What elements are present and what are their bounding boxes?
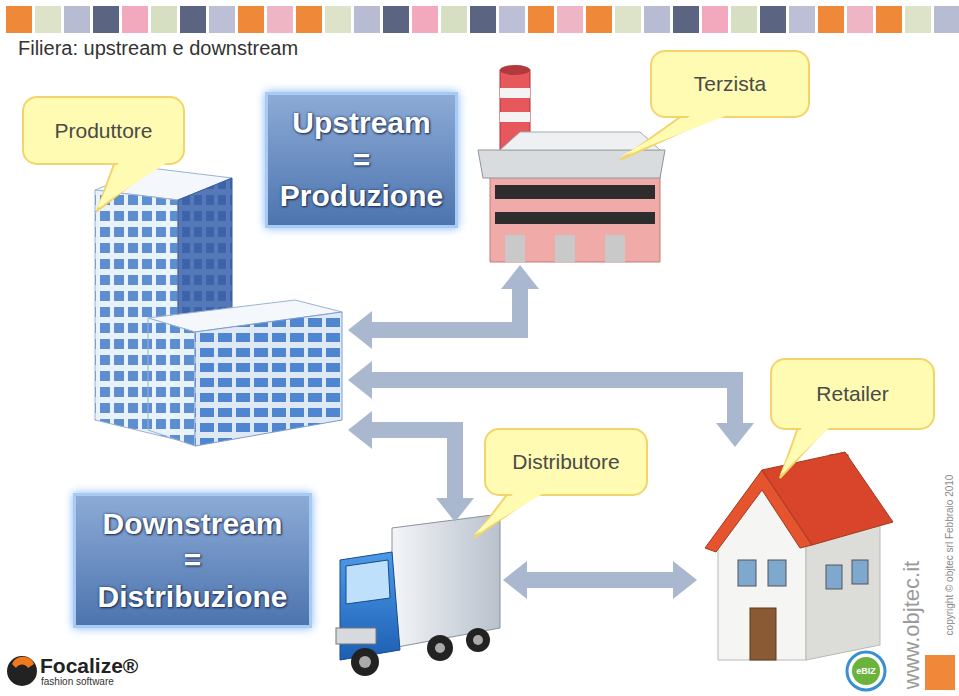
stripe-cell xyxy=(441,6,467,33)
stripe-cell xyxy=(789,6,815,33)
stripe-cell xyxy=(267,6,293,33)
stripe-cell xyxy=(528,6,554,33)
website: www.objtec.it xyxy=(901,561,923,689)
stripe-cell xyxy=(557,6,583,33)
flow-arrow xyxy=(372,430,455,498)
stripe-cell xyxy=(209,6,235,33)
stripe-cell xyxy=(35,6,61,33)
stripe-cell xyxy=(412,6,438,33)
stripe-cell xyxy=(760,6,786,33)
callout-bubble: Distributore xyxy=(484,428,648,496)
factory xyxy=(478,65,665,262)
callout-bubble: Terzista xyxy=(650,50,810,118)
slide-title: Filiera: upstream e downstream xyxy=(18,37,298,60)
stripe-cell xyxy=(673,6,699,33)
flow-arrow xyxy=(372,380,735,423)
stripe-cell xyxy=(122,6,148,33)
corner-square xyxy=(925,655,955,690)
stripe-cell xyxy=(499,6,525,33)
stripe-cell xyxy=(6,6,32,33)
phase-label: Downstream = Distribuzione xyxy=(76,506,309,616)
stripe-cell xyxy=(151,6,177,33)
focalize-logo xyxy=(7,656,37,686)
stripe-cell xyxy=(93,6,119,33)
callout-bubble: Produttore xyxy=(22,96,185,165)
stripe-cell xyxy=(470,6,496,33)
stripe-cell xyxy=(644,6,670,33)
callout-label: Distributore xyxy=(512,450,619,474)
stripe-cell xyxy=(586,6,612,33)
phase-panel: Upstream = Produzione xyxy=(265,92,458,228)
callout-bubble: Retailer xyxy=(770,358,935,430)
stripe-cell xyxy=(615,6,641,33)
stripe-cell xyxy=(876,6,902,33)
callout-label: Retailer xyxy=(816,382,888,406)
phase-box: Upstream = Produzione xyxy=(265,92,458,228)
stripe-cell xyxy=(818,6,844,33)
stripe-cell xyxy=(905,6,931,33)
phase-box: Downstream = Distribuzione xyxy=(73,493,312,628)
stripe-cell xyxy=(238,6,264,33)
phase-panel: Downstream = Distribuzione xyxy=(73,493,312,628)
house xyxy=(705,452,893,660)
stripe-cell xyxy=(296,6,322,33)
truck xyxy=(336,514,500,676)
copyright-note: copyright © objtec srl Febbraio 2010 xyxy=(945,475,955,636)
stripe-cell xyxy=(180,6,206,33)
flow-arrow xyxy=(372,289,520,330)
stripe-cell xyxy=(847,6,873,33)
actor-node: Retailer xyxy=(700,450,895,670)
stripe-cell xyxy=(731,6,757,33)
actor-node: Terzista xyxy=(478,65,665,262)
actor-node: Distributore xyxy=(330,525,500,680)
stripe-cell xyxy=(702,6,728,33)
stripe-cell xyxy=(934,6,959,33)
color-stripe xyxy=(6,6,959,33)
callout-label: Terzista xyxy=(694,72,766,96)
callout-label: Produttore xyxy=(54,119,152,143)
stripe-cell xyxy=(64,6,90,33)
ebiz-logo xyxy=(847,652,885,690)
logo-name: Focalize® xyxy=(40,655,138,676)
logo-name: eBIZ xyxy=(856,667,876,676)
phase-label: Upstream = Produzione xyxy=(268,105,455,215)
logo-tagline: fashion software xyxy=(41,677,114,687)
stripe-cell xyxy=(383,6,409,33)
stripe-cell xyxy=(325,6,351,33)
stripe-cell xyxy=(354,6,380,33)
flow-arrow xyxy=(527,572,673,588)
